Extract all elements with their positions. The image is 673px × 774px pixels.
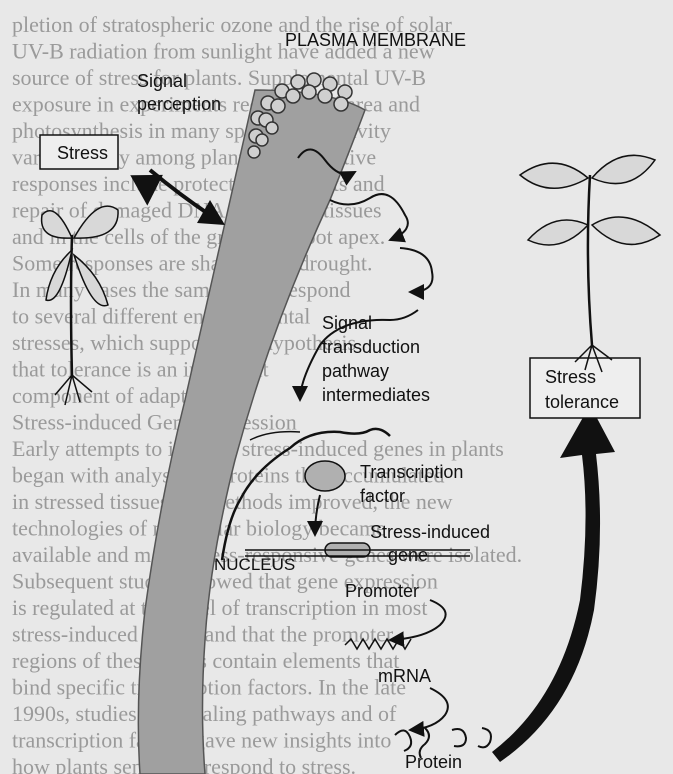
tolerance-arrow	[492, 405, 615, 762]
healthy-plant-icon	[520, 155, 660, 372]
promoter-label: Promoter	[345, 581, 419, 601]
background-text-line: source of stress for plants. Supplementa…	[12, 65, 426, 90]
background-text-line: 1990s, studies of signaling pathways and…	[12, 701, 397, 726]
background-text-line: Stress-induced Gene Expression	[12, 410, 297, 435]
background-text-line: bind specific transcription factors. In …	[12, 675, 406, 700]
transcription-factor-blob	[305, 461, 345, 491]
mrna-label: mRNA	[378, 666, 431, 686]
stress-label: Stress	[57, 143, 108, 163]
signal-transduction-label: Signal transduction pathway intermediate…	[322, 313, 430, 405]
background-text-line: stresses, which supports the hypothesis	[12, 330, 356, 355]
protein-label: Protein	[405, 752, 462, 772]
background-text-line: regions of these genes contain elements …	[12, 648, 399, 673]
background-text-line: Early attempts to identify stress-induce…	[12, 436, 504, 461]
nucleus-label: NUCLEUS	[214, 555, 295, 574]
plasma-membrane-label: PLASMA MEMBRANE	[285, 30, 466, 50]
